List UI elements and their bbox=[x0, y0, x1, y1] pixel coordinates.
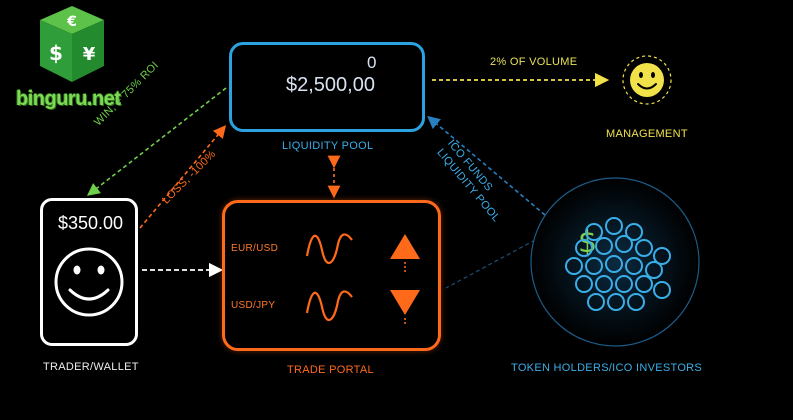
management-label: MANAGEMENT bbox=[606, 128, 688, 140]
trade-portal-box bbox=[222, 200, 441, 351]
loss-arrow bbox=[139, 125, 227, 229]
arrow-up-icon bbox=[390, 234, 420, 259]
trader-amount: $350.00 bbox=[58, 213, 124, 233]
svg-text:¥: ¥ bbox=[83, 44, 96, 65]
win-arrow bbox=[86, 87, 227, 196]
fee-label: 2% OF VOLUME bbox=[490, 56, 578, 68]
investors-crowd-icon: $ bbox=[530, 177, 700, 347]
svg-text:€: € bbox=[66, 14, 77, 30]
pair-usd-jpy: USD/JPY bbox=[231, 300, 276, 311]
liquidity-pool-label: LIQUIDITY POOL bbox=[282, 140, 374, 152]
logo-cube-icon: € $ ¥ bbox=[40, 6, 104, 82]
trader-wallet-box bbox=[40, 198, 138, 346]
pool-amount: $2,500,00 bbox=[286, 74, 375, 96]
ico-arrow bbox=[427, 115, 546, 216]
pool-extra-digit: 0 bbox=[367, 53, 377, 72]
pair-eur-usd: EUR/USD bbox=[231, 243, 279, 254]
liquidity-pool-box bbox=[229, 42, 425, 132]
trader-smiley-icon bbox=[54, 247, 124, 317]
svg-text:$: $ bbox=[49, 41, 63, 65]
trader-wallet-label: TRADER/WALLET bbox=[43, 361, 139, 373]
eur-usd-chart-icon bbox=[305, 233, 353, 264]
investors-label: TOKEN HOLDERS/ICO INVESTORS bbox=[511, 362, 703, 374]
usd-jpy-chart-icon bbox=[305, 290, 353, 321]
trade-portal-label: TRADE PORTAL bbox=[287, 364, 374, 376]
arrow-down-icon bbox=[390, 290, 420, 315]
management-smiley-icon bbox=[622, 55, 672, 105]
logo-text[interactable]: binguru.net bbox=[16, 88, 121, 110]
